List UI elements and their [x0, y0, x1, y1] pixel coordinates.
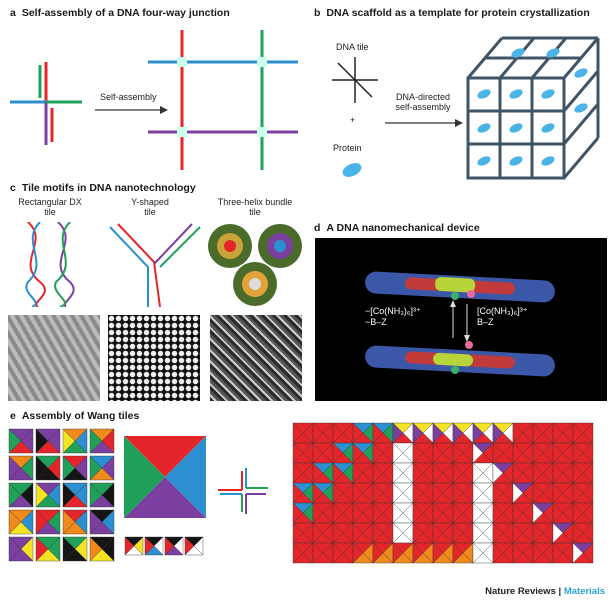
- dna-directed-arrow: [385, 119, 463, 127]
- four-way-junction: [10, 62, 82, 145]
- dna-duplex-pair: [365, 271, 555, 377]
- dx-tile-motif: [25, 222, 75, 307]
- wang-tile-large: [124, 436, 206, 518]
- protein-crystal-lattice: [466, 36, 600, 180]
- panel-a-diagram: Self-assembly: [10, 30, 298, 170]
- assembled-lattice: [148, 30, 298, 170]
- plus-sign: +: [350, 115, 356, 125]
- dna-tile-label: DNA tile: [336, 42, 369, 52]
- nanomechanical-device-image: −[Co(NH₃)₆]³⁺−B–Z [Co(NH₃)₆]³⁺B–Z: [315, 238, 607, 401]
- journal-credit: Nature Reviews | Materials: [485, 586, 605, 597]
- protein-icon: [342, 163, 362, 177]
- dx-tile-micrograph: [8, 315, 100, 401]
- y-shaped-tile-motif: [109, 223, 201, 307]
- three-helix-bundle-motif: [208, 224, 302, 306]
- three-helix-micrograph: [210, 315, 302, 401]
- wang-tile-mosaic: [292, 422, 594, 564]
- dna-tile-icon: [332, 57, 378, 103]
- wang-tile-set: [8, 428, 116, 568]
- protein-label: Protein: [333, 143, 362, 153]
- y-shaped-micrograph: [108, 315, 200, 401]
- junction-icon: [218, 468, 268, 514]
- self-assembly-label: Self-assembly: [100, 92, 157, 102]
- wang-tile-row: [124, 536, 206, 556]
- reverse-condition-label: −[Co(NH₃)₆]³⁺−B–Z: [365, 306, 421, 327]
- forward-condition-label: [Co(NH₃)₆]³⁺B–Z: [477, 306, 528, 327]
